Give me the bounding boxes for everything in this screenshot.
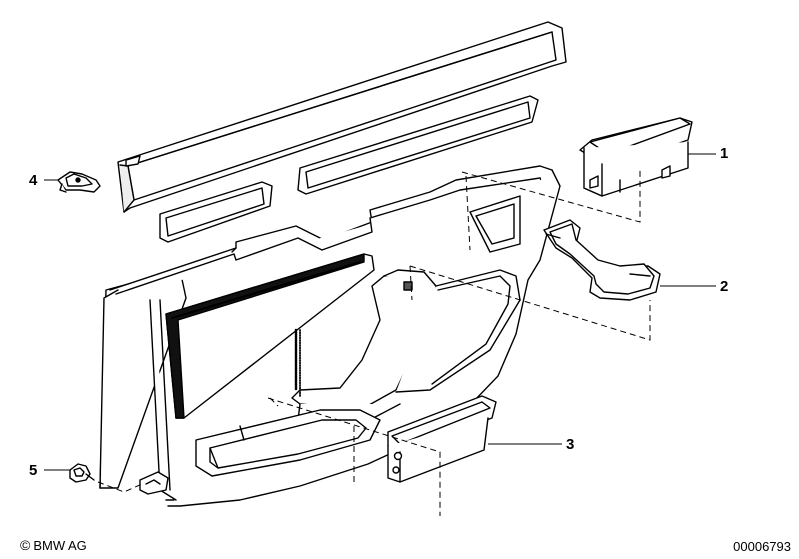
copyright-brand: © BMW AG (20, 538, 87, 552)
callout-3: 3 (566, 436, 575, 453)
assembly-dashed-lines (97, 170, 651, 516)
lower-mounting-bracket (139, 471, 169, 495)
wood-trim-strip-left (159, 181, 273, 243)
callout-leader-lines (44, 153, 716, 471)
part-5-expansion-rivet (69, 463, 95, 483)
door-panel-main (99, 165, 561, 507)
part-3-storage-tray (387, 395, 497, 483)
wood-trim-strip-right (297, 95, 539, 195)
copyright-symbol: © (20, 537, 31, 553)
callout-1: 1 (720, 145, 729, 162)
callout-4: 4 (29, 172, 38, 189)
brand-name: BMW AG (33, 537, 87, 553)
part-2-door-pull-handle (543, 219, 661, 301)
door-panel-recess (165, 253, 375, 419)
callout-2: 2 (720, 278, 729, 295)
callout-5: 5 (29, 462, 38, 479)
pull-handle-slot (469, 195, 521, 253)
upper-window-trim-strip (117, 21, 567, 213)
document-number: 00006793 (733, 539, 791, 554)
door-pocket (195, 409, 381, 477)
part-1-trim-cover (579, 117, 693, 197)
part-4-clip (57, 171, 101, 193)
